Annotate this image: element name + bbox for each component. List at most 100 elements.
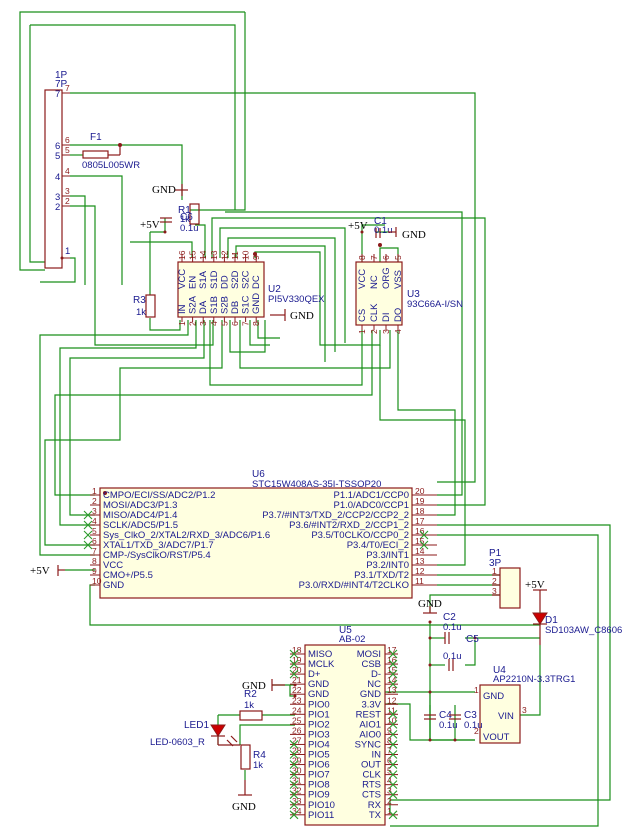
ic-u5-pin-number: 26 [292,725,302,735]
capacitor-c1: C1 0.1u +5V GND [348,216,426,241]
ic-u6-pin-name: P3.6/#INT2/RXD_2/CCP1_2 [289,520,409,531]
connector-p1-value: 3P [489,558,502,569]
wire [239,724,295,745]
ic-u2-pin-number: 6 [230,321,240,326]
junction-dot [473,636,477,640]
ic-u5-pin-number: 2 [387,796,392,806]
ic-u2-pin-name: S2B [219,296,230,314]
ic-u4-pin-number: 2 [474,726,479,736]
ic-u5-pin-number: 15 [387,665,397,675]
resistor-r1-value: 1k [180,214,190,225]
ic-u5-ref: U5 [339,625,352,636]
ic-u5-pin-number: 19 [292,655,302,665]
ic-u2-pin-name: S1B [209,296,220,314]
diode-d1-body [532,612,548,625]
resistor-r2: R2 1k [239,689,263,721]
ic-u5-pin-name: 3.3V [361,699,381,710]
wire [389,524,611,812]
ic-u2-pin-name: EN [188,276,199,289]
resistor-r4-body [240,744,251,770]
ic-u5-pin-number: 34 [292,806,302,816]
ic-u6-ref: U6 [252,469,265,480]
connector-1p-pin-label: 5 [55,151,60,162]
ic-u4-pin-number: 3 [522,705,527,715]
connector-1p-pin-number: 7 [65,83,70,93]
led-led1-ref: LED1 [184,720,209,731]
wire [70,195,86,285]
ic-u2-pin-number: 14 [198,250,208,260]
gnd-symbol-u5: GND [242,679,297,698]
capacitor-c5-value: 0.1u [443,651,462,662]
ic-u5-pin-name: MOSI [357,649,381,660]
ic-u2-pin-name: S2C [241,270,252,289]
ic-u2-pin-number: 11 [230,251,240,260]
ic-u6-body [99,487,413,599]
fuse-f1-body [82,150,109,159]
ic-u5-pin-name: NC [367,679,381,690]
ic-u5-pin-name: GND [308,679,329,690]
ic-u2-pin-name: S2D [230,270,241,289]
ic-u3-pin-number: 8 [357,255,367,260]
wire [54,330,373,496]
ic-u2-pin-name: GND [251,293,262,314]
ic-u6-pin-name: P3.5/T0CLKO/CCP0_2 [311,530,409,541]
ic-u6-pin-number: 14 [415,546,425,556]
ic-u6-pin-number: 9 [92,566,97,576]
wire [219,227,346,343]
ic-u5-pin-name: PIO4 [308,739,330,750]
ic-u4-pin-name: GND [483,691,504,702]
ic-u3-pin-number: 2 [369,329,379,334]
ic-u5-pin-number: 14 [387,675,397,685]
ic-u4-pin-name: VOUT [483,732,510,743]
connector-1p-pin-number: 3 [65,186,70,196]
ic-u6-pin-name: VCC [103,560,123,571]
ic-u2-pin-number: 15 [188,250,198,260]
ic-u5-pin-number: 28 [292,746,302,756]
ic-u3-pin-name: DO [393,308,404,322]
gnd-label: GND [242,680,266,692]
ic-u6-pin-name: Sys_ClkO_2/XTAL2/RXD_3/ADC6/P1.6 [103,530,270,541]
wire [209,320,363,386]
connector-p1-pin: 1 [492,566,497,576]
gnd-symbol-c2: GND [418,598,442,624]
wire [30,24,236,210]
ic-u6-pin-number: 2 [92,496,97,506]
resistor-r2-value: 1k [244,700,254,711]
ic-u6-pin-number: 6 [92,536,97,546]
resistor-r4-value: 1k [253,760,263,771]
ic-u5-pin-name: PIO6 [308,760,330,771]
ic-u3-pin-number: 5 [393,255,403,260]
connector-p1: P1 3P 1 2 3 [489,548,521,609]
wire [40,257,76,283]
ic-u5-pin-name: AIO1 [359,719,381,730]
ic-u5-pin-name: D- [371,669,381,680]
ic-u3-pin-name: VCC [357,269,368,289]
connector-1p-pin-label: 7 [55,89,60,100]
ic-u6-value: STC15W408AS-35I-TSSOP20 [252,479,381,490]
resistor-r3: R3 1k [133,294,156,318]
ic-u4-ref: U4 [493,665,506,676]
connector-p1-body [499,567,521,609]
ic-u6-pin-name: CMO+/P5.5 [103,570,153,581]
wire [29,25,45,263]
connector-1p: 1P 7P 7 6 5 4 3 2 1 7 6 5 4 3 2 [44,70,70,269]
diode-d1-ref: D1 [545,615,558,626]
ic-u6-pin-number: 12 [415,566,425,576]
ic-u6-pin-name: P1.0/ADC0/CCP1 [333,500,409,511]
ic-u5-pin-number: 24 [292,705,302,715]
capacitor-c4: C4 0.1u [424,710,458,731]
wire [19,11,245,271]
resistor-r3-body [145,294,156,318]
ic-u6-pin-name: XTAL1/TXD_3/ADC7/P1.7 [103,540,214,551]
ic-u5-pin-name: RTS [362,780,381,791]
connector-1p-value: 7P [55,79,68,90]
ic-u2: U2 PI5V330QEX 16VCC15EN14S1A13S1D12DD11S… [177,250,325,326]
ic-u5-pin-name: PIO0 [308,699,330,710]
ic-u2-value: PI5V330QEX [268,294,325,305]
ic-u5-pin-name: MISO [308,649,332,660]
ic-u2-pin-name: S1D [209,270,220,289]
ic-u5-pin-name: PIO9 [308,790,330,801]
